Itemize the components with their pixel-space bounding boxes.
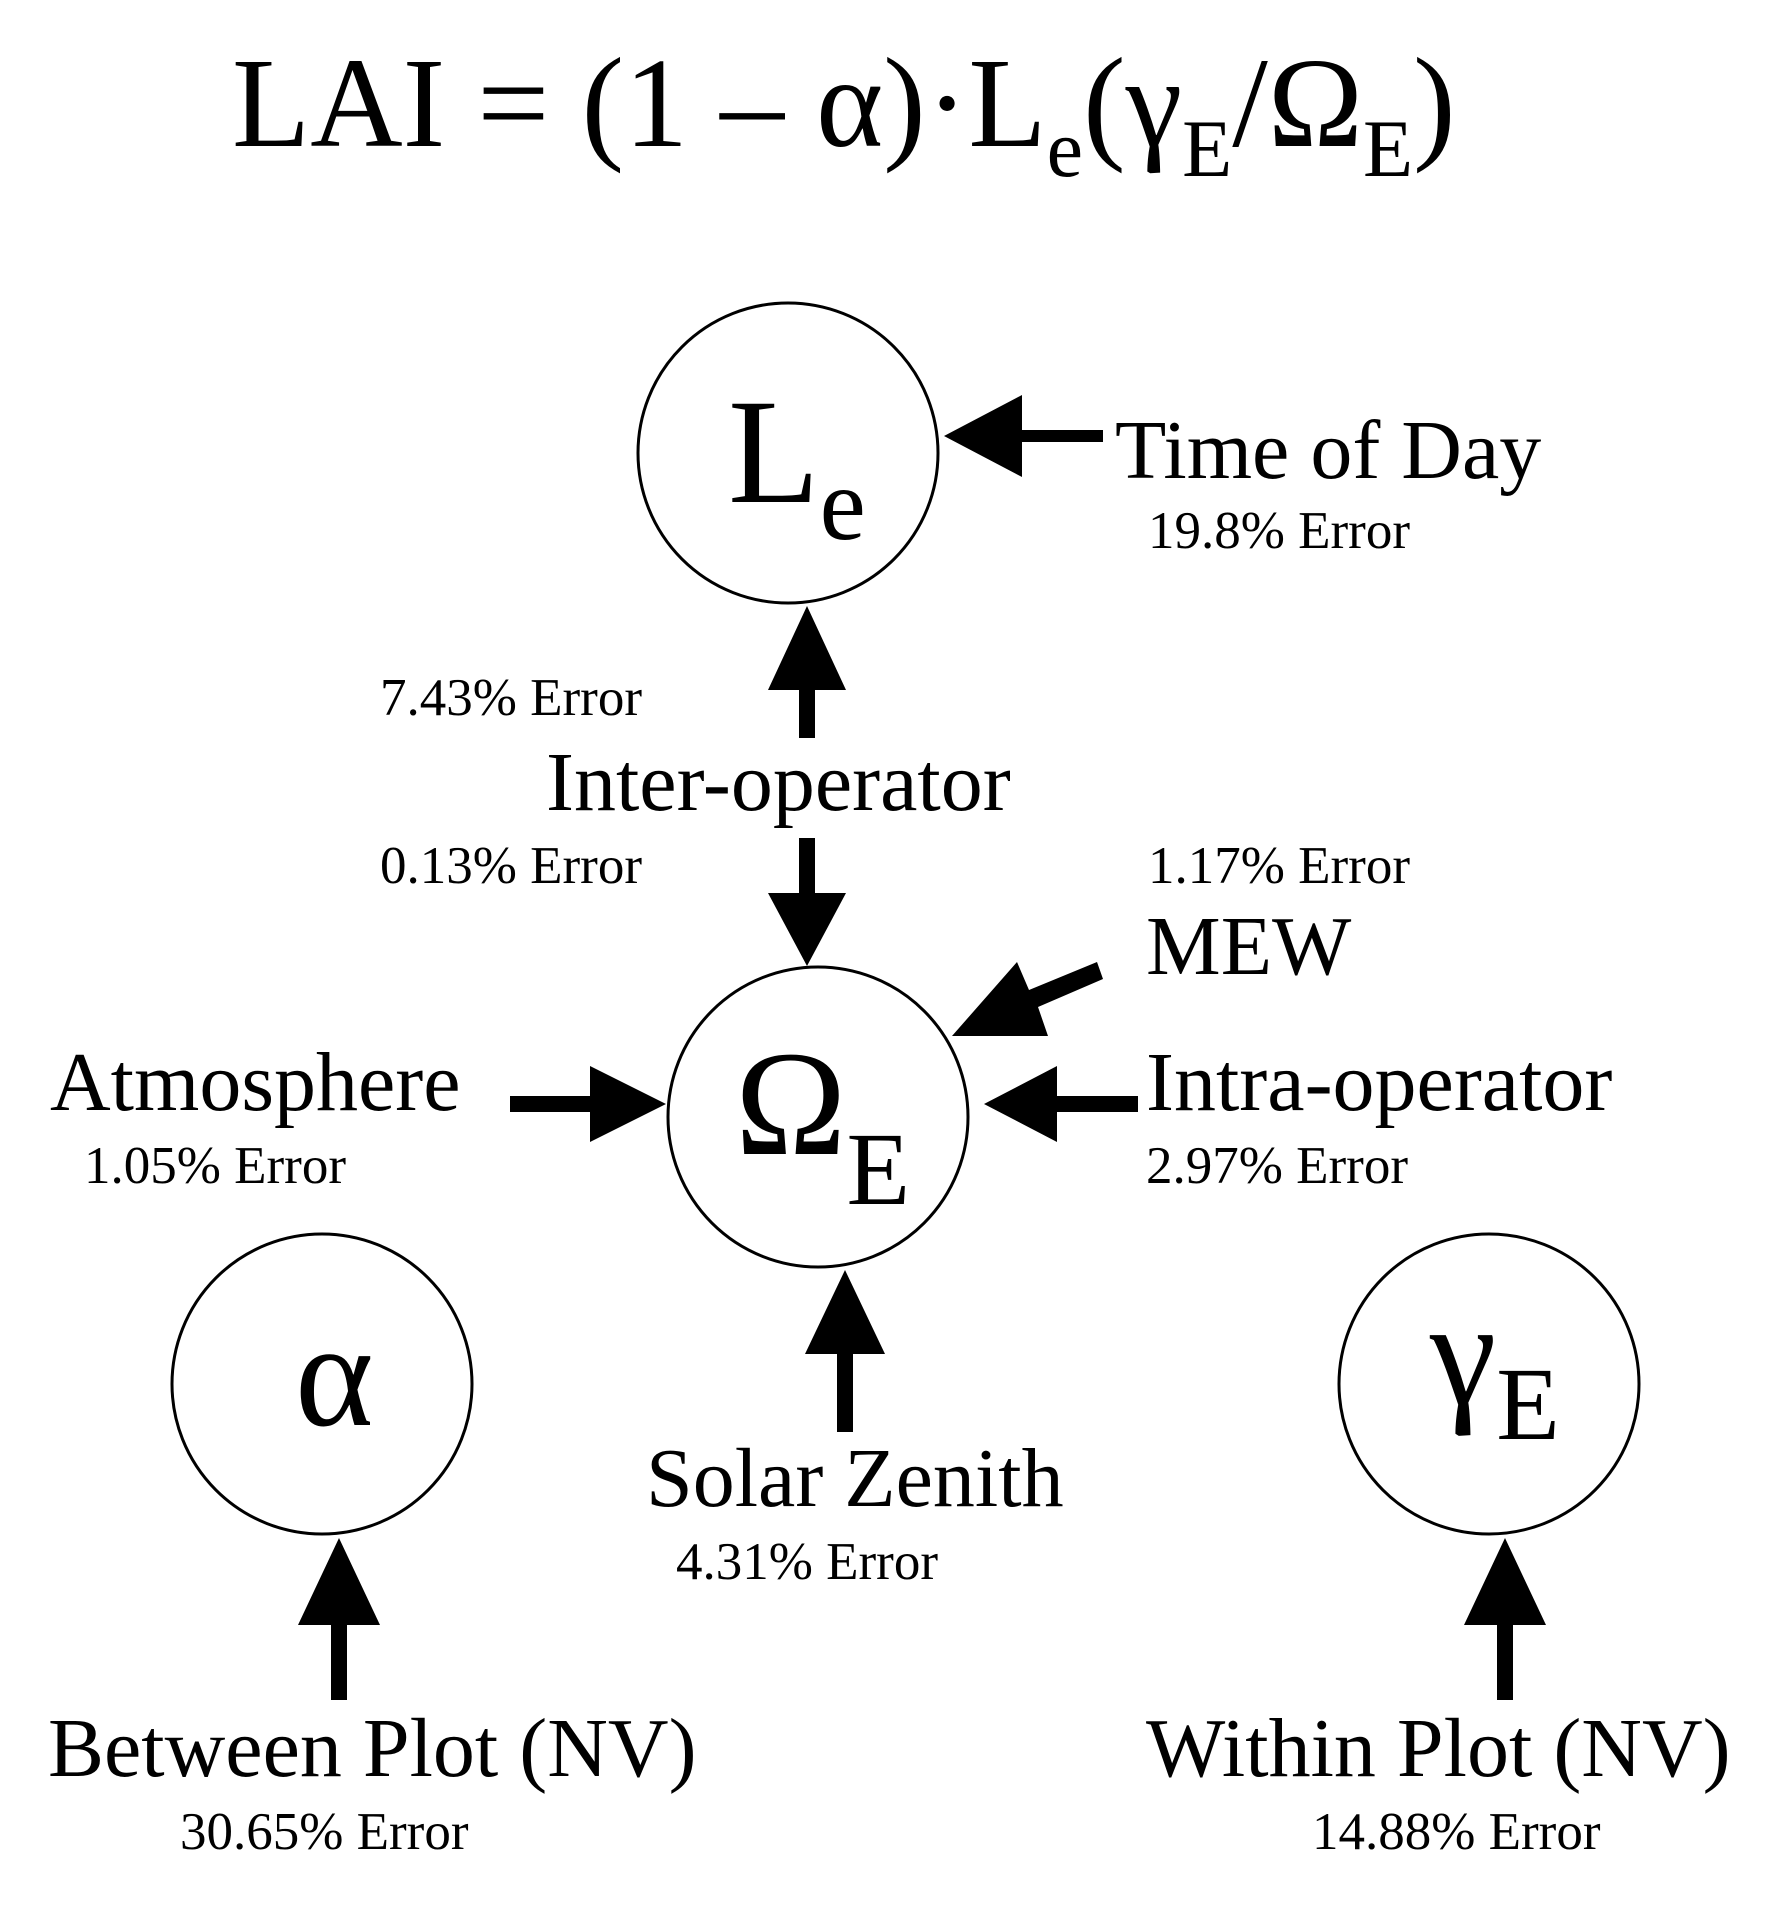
node-alpha-main: α <box>295 1292 374 1458</box>
equation-lhs: LAI <box>232 32 445 174</box>
arrows <box>298 395 1546 1700</box>
arrow-atmosphere <box>510 1066 666 1142</box>
between-plot-error: 30.65% Error <box>180 1803 469 1861</box>
mew-error: 1.17% Error <box>1148 837 1410 895</box>
time-of-day-label: Time of Day <box>1115 404 1541 497</box>
node-gamma-sub: E <box>1496 1347 1560 1462</box>
equation-part2: (γ <box>1083 32 1182 174</box>
node-gamma-main: γ <box>1429 1271 1496 1437</box>
equation: LAI=(1 – α)·Le(γE/ΩE) <box>232 32 1456 194</box>
arrow-inter-operator-down <box>768 838 846 966</box>
equation-close: ) <box>1413 32 1456 174</box>
node-alpha: α <box>170 1232 474 1536</box>
solar-zenith-error: 4.31% Error <box>676 1533 938 1591</box>
inter-operator-error-up: 7.43% Error <box>380 669 642 727</box>
equation-sub-E2: E <box>1363 103 1413 194</box>
equation-slash: /Ω <box>1232 32 1363 174</box>
node-omega-circle <box>666 965 970 1269</box>
node-le: Le <box>636 301 940 605</box>
solar-zenith-label: Solar Zenith <box>646 1432 1064 1525</box>
node-omega-label: ΩE <box>735 1021 910 1227</box>
node-gamma-label: γE <box>1429 1271 1560 1462</box>
time-of-day-error: 19.8% Error <box>1148 502 1410 560</box>
arrow-inter-operator-up <box>768 606 846 738</box>
node-le-circle <box>636 301 940 605</box>
node-alpha-label: α <box>295 1292 374 1458</box>
within-plot-error: 14.88% Error <box>1312 1803 1601 1861</box>
arrow-between-plot <box>298 1538 380 1700</box>
arrow-within-plot <box>1464 1538 1546 1700</box>
node-omega: ΩE <box>666 965 970 1269</box>
node-gamma: γE <box>1337 1232 1641 1536</box>
node-gamma-circle <box>1337 1232 1641 1536</box>
node-omega-main: Ω <box>735 1021 846 1187</box>
node-le-main: L <box>728 369 820 535</box>
arrow-intra-operator <box>984 1066 1138 1142</box>
inter-operator-label: Inter-operator <box>546 736 1011 829</box>
inter-operator-error-down: 0.13% Error <box>380 837 642 895</box>
between-plot-label: Between Plot (NV) <box>48 1702 697 1795</box>
intra-operator-label: Intra-operator <box>1146 1036 1612 1129</box>
equation-equals: = <box>477 32 549 174</box>
arrow-mew <box>952 962 1103 1036</box>
equation-part1: (1 – α)·L <box>581 32 1046 174</box>
node-le-sub: e <box>820 447 866 562</box>
mew-label: MEW <box>1146 900 1352 993</box>
equation-sub-E1: E <box>1182 103 1232 194</box>
node-alpha-circle <box>170 1232 474 1536</box>
arrow-time-of-day <box>944 395 1103 477</box>
equation-sub-e: e <box>1047 103 1083 194</box>
intra-operator-error: 2.97% Error <box>1146 1137 1408 1195</box>
atmosphere-label: Atmosphere <box>50 1036 461 1129</box>
arrow-solar-zenith <box>805 1270 885 1432</box>
node-le-label: Le <box>728 369 866 562</box>
node-omega-sub: E <box>846 1112 910 1227</box>
atmosphere-error: 1.05% Error <box>84 1137 346 1195</box>
within-plot-label: Within Plot (NV) <box>1146 1702 1731 1795</box>
